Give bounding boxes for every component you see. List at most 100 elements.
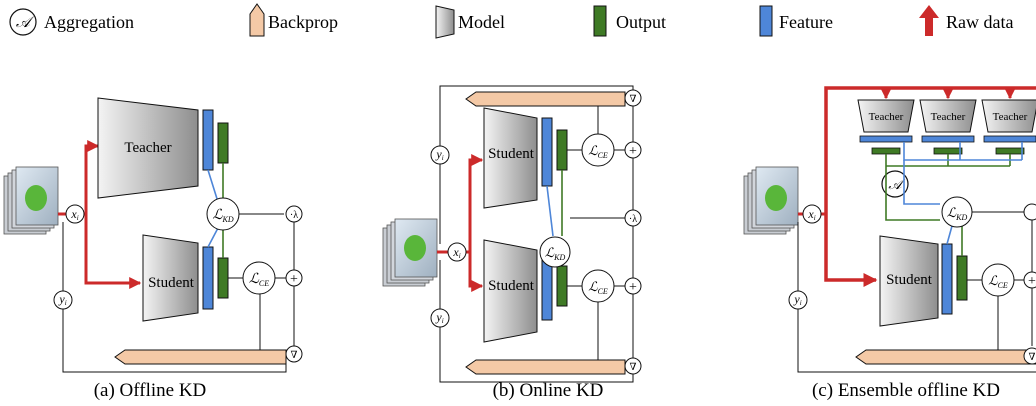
raw-data-arrow-icon <box>919 5 939 36</box>
ce-loss-node <box>242 261 276 295</box>
feature-icon <box>759 5 773 37</box>
student-feature-link <box>207 227 219 248</box>
output-icon <box>593 5 607 37</box>
input-image-stack <box>3 166 59 235</box>
backprop-bottom-arrow <box>465 359 626 375</box>
lambda-node <box>1023 203 1036 221</box>
ce-loss-label: ℒCE <box>988 273 1008 290</box>
kd-loss-label: ℒKD <box>212 208 233 224</box>
backprop-arrow <box>855 349 1036 365</box>
caption-offline-kd: (a) Offline KD <box>94 380 207 401</box>
legend-aggregation-label: Aggregation <box>44 12 134 32</box>
legend-raw-data-label: Raw data <box>946 12 1013 32</box>
lambda-label: ·λ <box>629 214 637 225</box>
teacher-3: Teacher <box>981 99 1036 155</box>
legend: 𝒜 Aggregation Backprop Model Output Feat… <box>9 3 1013 39</box>
student-output <box>956 255 968 301</box>
raw-data-arrow-student-top <box>468 154 484 252</box>
frog-image <box>25 185 47 211</box>
nabla-bottom-label: ∇ <box>630 362 637 373</box>
panel-ensemble-offline-kd: Teacher Teacher Teacher 𝒜 Student <box>743 86 1036 401</box>
nabla-node <box>1023 347 1036 365</box>
legend-feature-label: Feature <box>779 12 833 32</box>
panel-offline-kd: Teacher Student ℒKD ℒCE ·λ + ∇ xi <box>3 97 303 401</box>
y-label: yi <box>793 292 801 307</box>
raw-data-line-teachers <box>824 86 1036 214</box>
caption-ensemble-offline-kd: (c) Ensemble offline KD <box>812 380 1000 401</box>
teacher-output <box>217 122 229 164</box>
kd-loss-node <box>539 236 571 268</box>
ce-loss-bottom-label: ℒCE <box>588 279 608 296</box>
teacher-2: Teacher <box>919 99 977 155</box>
student-model <box>142 234 199 322</box>
teacher-2-feature <box>921 135 975 143</box>
aggregation-node-symbol: 𝒜 <box>888 178 905 193</box>
x-node <box>447 242 467 262</box>
teacher-1-label: Teacher <box>869 111 904 123</box>
teacher-3-output <box>995 147 1025 155</box>
teacher-3-label: Teacher <box>993 111 1028 123</box>
teacher-model <box>97 97 199 199</box>
raw-data-arrow-teacher <box>84 140 100 214</box>
panel-online-kd: Student Student ℒKD ℒCE ℒCE ∇ + ·λ + ∇ <box>382 85 642 401</box>
teacher-feature <box>202 109 214 171</box>
ce-loss-label: ℒCE <box>249 272 269 288</box>
teacher-1-output <box>871 147 901 155</box>
aggregation-node <box>881 170 909 198</box>
plus-label: + <box>1028 274 1036 289</box>
raw-data-arrow-student-bottom <box>468 252 484 292</box>
teacher-1: Teacher <box>857 99 915 155</box>
ce-loss-top-node <box>581 133 615 167</box>
student-top-model <box>483 107 538 209</box>
backprop-icon <box>249 3 265 37</box>
teacher-2-output <box>933 147 963 155</box>
x-label: xi <box>70 207 78 222</box>
legend-feature: Feature <box>759 5 833 37</box>
student-top-feature <box>541 117 553 187</box>
student-label: Student <box>886 272 933 288</box>
raw-data-arrow-student <box>84 214 142 289</box>
legend-backprop-label: Backprop <box>268 12 338 32</box>
y-bottom-label: yi <box>435 310 443 325</box>
kd-loss-label: ℒKD <box>947 205 968 222</box>
student-output <box>217 257 229 299</box>
student-model <box>879 235 939 327</box>
plus-bottom-label: + <box>629 280 637 295</box>
student-bottom-model <box>483 239 538 343</box>
x-label: xi <box>807 207 815 222</box>
input-image-stack <box>382 218 438 287</box>
ce-loss-top-label: ℒCE <box>588 143 608 160</box>
ce-loss-bottom-node <box>581 269 615 303</box>
student-top-label: Student <box>488 146 535 162</box>
student-bottom-output <box>556 265 568 307</box>
legend-output: Output <box>593 5 666 37</box>
x-node <box>65 204 85 224</box>
model-icon <box>435 5 455 39</box>
raw-data-arrow-student <box>824 214 878 287</box>
caption-online-kd: (b) Online KD <box>493 380 604 401</box>
legend-model: Model <box>435 5 505 39</box>
aggregation-icon <box>9 8 37 36</box>
legend-aggregation: 𝒜 Aggregation <box>9 8 134 36</box>
student-top-output <box>556 129 568 171</box>
nabla-label: ∇ <box>291 350 298 361</box>
teacher-1-feature <box>859 135 913 143</box>
y-top-label: yi <box>435 147 443 162</box>
ce-loss-node <box>981 263 1015 297</box>
legend-raw-data: Raw data <box>919 5 1013 36</box>
teacher-3-feature <box>983 135 1036 143</box>
teacher-label: Teacher <box>124 140 171 156</box>
plus-top-label: + <box>629 144 637 159</box>
student-bottom-label: Student <box>488 278 535 294</box>
legend-model-label: Model <box>458 12 505 32</box>
x-node <box>802 204 822 224</box>
y-label: yi <box>58 292 66 307</box>
legend-output-label: Output <box>616 12 666 32</box>
input-image-stack <box>743 166 799 235</box>
lambda-label: ·λ <box>290 210 298 221</box>
backprop-arrow <box>114 349 287 365</box>
student-feature <box>941 243 953 315</box>
x-label: xi <box>452 245 460 260</box>
student-feature <box>202 246 214 310</box>
